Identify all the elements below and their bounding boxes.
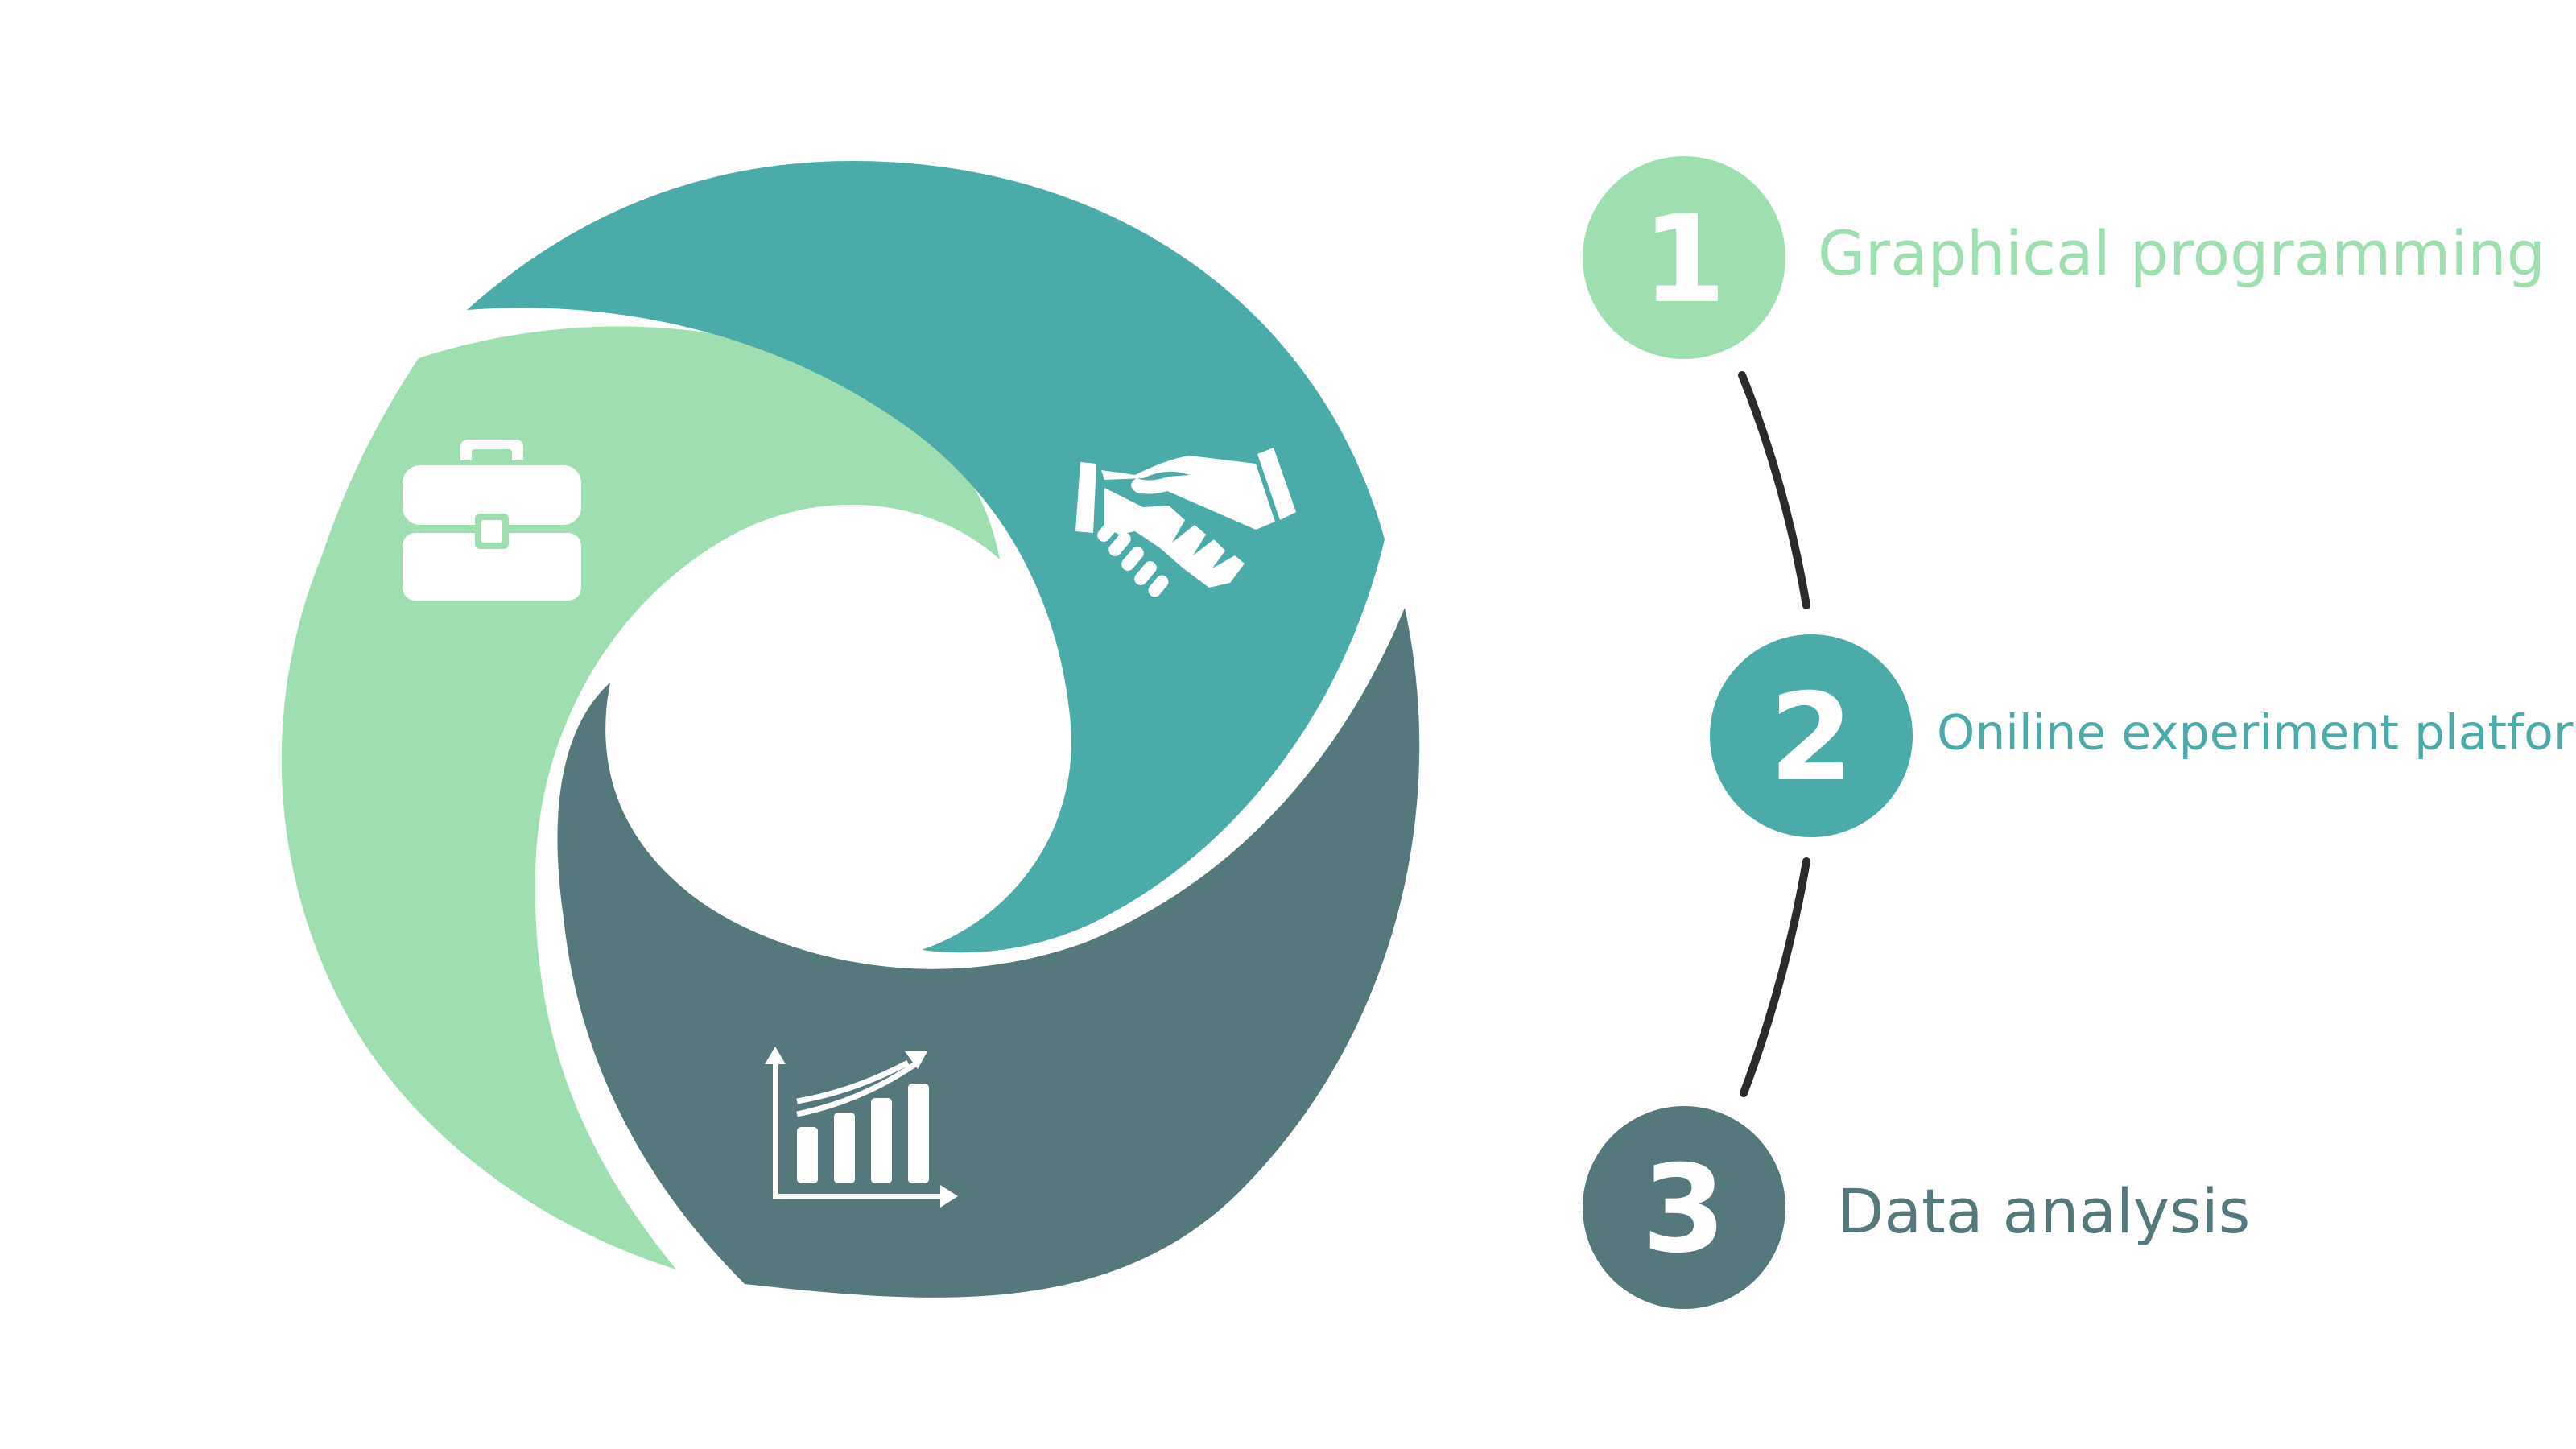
step-2: 2 Oniline experiment platform: [1710, 634, 2576, 837]
step-1-circle: [1583, 156, 1785, 359]
step-connectors: [1738, 371, 1810, 1097]
step-3-number: 3: [1642, 1140, 1726, 1280]
handshake-icon: [1075, 448, 1296, 597]
step-1: 1 Graphical programming: [1583, 156, 2545, 359]
step-3: 3 Data analysis: [1583, 1106, 2250, 1309]
step-3-circle: [1583, 1106, 1785, 1309]
step-2-circle: [1710, 634, 1913, 837]
step-2-label: Oniline experiment platform: [1937, 705, 2576, 762]
connector-2-3: [1740, 857, 1810, 1097]
bar-chart-icon: [765, 1046, 958, 1208]
step-1-number: 1: [1642, 190, 1726, 330]
connector-1-2: [1738, 371, 1810, 609]
briefcase-icon: [402, 440, 581, 601]
segment-online-platform: [467, 161, 1385, 953]
step-1-label: Graphical programming: [1818, 217, 2545, 289]
step-3-label: Data analysis: [1837, 1175, 2250, 1247]
step-2-number: 2: [1769, 668, 1853, 808]
